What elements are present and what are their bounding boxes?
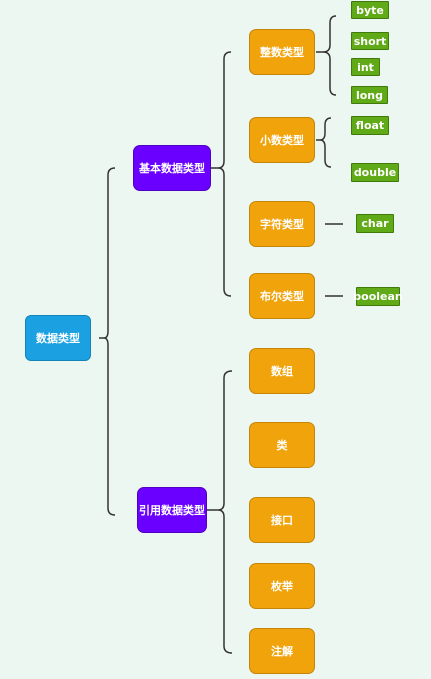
primitive-types-label: 基本数据类型 <box>139 162 205 175</box>
leaf-int[interactable]: int <box>351 58 380 76</box>
reference-class-label: 类 <box>276 439 288 452</box>
leaf-long[interactable]: long <box>351 86 388 104</box>
reference-annotation-node[interactable]: 注解 <box>249 628 315 674</box>
reference-array-node[interactable]: 数组 <box>249 348 315 394</box>
leaf-double[interactable]: double <box>351 163 399 182</box>
primitive-types-node[interactable]: 基本数据类型 <box>133 145 211 191</box>
reference-types-node[interactable]: 引用数据类型 <box>137 487 207 533</box>
leaf-boolean[interactable]: boolean <box>353 287 403 306</box>
leaf-double-label: double <box>353 166 397 179</box>
reference-enum-label: 枚举 <box>271 580 293 593</box>
decimal-types-label: 小数类型 <box>260 134 304 147</box>
root-node-label: 数据类型 <box>36 332 80 345</box>
brace-root <box>99 167 116 516</box>
integer-types-label: 整数类型 <box>260 46 304 59</box>
brace-decimal <box>316 117 332 168</box>
brace-primitive <box>211 51 232 297</box>
leaf-long-label: long <box>355 88 384 102</box>
leaf-byte[interactable]: byte <box>351 1 389 19</box>
reference-interface-label: 接口 <box>271 514 293 527</box>
leaf-float-label: float <box>355 119 385 132</box>
brace-integer <box>316 15 337 96</box>
leaf-float[interactable]: float <box>351 116 389 135</box>
integer-types-node[interactable]: 整数类型 <box>249 29 315 75</box>
leaf-byte-label: byte <box>356 3 384 17</box>
character-types-label: 字符类型 <box>260 218 304 231</box>
boolean-types-label: 布尔类型 <box>260 290 304 303</box>
reference-enum-node[interactable]: 枚举 <box>249 563 315 609</box>
reference-class-node[interactable]: 类 <box>249 422 315 468</box>
boolean-types-node[interactable]: 布尔类型 <box>249 273 315 319</box>
leaf-short[interactable]: short <box>351 32 389 50</box>
reference-annotation-label: 注解 <box>271 645 293 658</box>
reference-types-label: 引用数据类型 <box>139 504 205 517</box>
decimal-types-node[interactable]: 小数类型 <box>249 117 315 163</box>
reference-array-label: 数组 <box>271 365 293 378</box>
leaf-char-label: char <box>361 217 389 230</box>
root-node[interactable]: 数据类型 <box>25 315 91 361</box>
leaf-int-label: int <box>357 60 374 74</box>
reference-interface-node[interactable]: 接口 <box>249 497 315 543</box>
leaf-short-label: short <box>353 34 387 48</box>
character-types-node[interactable]: 字符类型 <box>249 201 315 247</box>
brace-reference <box>207 370 233 654</box>
leaf-char[interactable]: char <box>356 214 394 233</box>
leaf-boolean-label: boolean <box>353 290 403 303</box>
